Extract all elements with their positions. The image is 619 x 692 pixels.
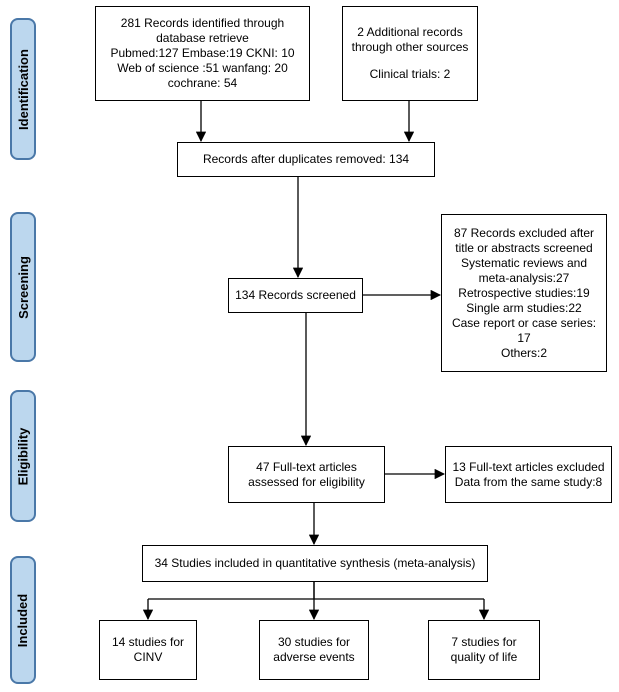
box-fulltext-excluded: 13 Full-text articles excluded Data from… — [445, 446, 612, 503]
excluded-screening-line: Systematic reviews and — [460, 255, 588, 270]
box-outcome-adverse-events: 30 studies for adverse events — [259, 620, 369, 680]
outcome-adverse-events-line: adverse events — [273, 650, 355, 664]
outcome-adverse-events-line: 30 studies for — [277, 635, 351, 649]
database-line: 281 Records identified through — [120, 16, 285, 30]
box-included-synthesis: 34 Studies included in quantitative synt… — [142, 545, 488, 582]
phase-identification-label: Identification — [15, 48, 31, 130]
phase-eligibility-label: Eligibility — [15, 427, 31, 485]
other-sources-line: Clinical trials: 2 — [369, 67, 451, 81]
excluded-screening-line: Others:2 — [500, 345, 548, 360]
excluded-screening-line: title or abstracts screened — [455, 240, 593, 255]
box-other-sources: 2 Additional records through other sourc… — [342, 6, 478, 101]
other-sources-line: through other sources — [351, 40, 469, 54]
phase-screening-label: Screening — [15, 255, 31, 319]
excluded-screening-line: 17 — [517, 330, 531, 345]
records-screened-text: 134 Records screened — [235, 288, 356, 302]
excluded-screening-line: Case report or case series: — [451, 315, 597, 330]
phase-screening: Screening — [10, 212, 36, 362]
phase-included-label: Included — [15, 593, 31, 647]
fulltext-excluded-line: Data from the same study:8 — [454, 474, 603, 489]
box-database-records: 281 Records identified through database … — [95, 6, 310, 101]
excluded-screening-line: 87 Records excluded after — [453, 225, 595, 240]
outcome-quality-of-life-line: 7 studies for — [451, 635, 517, 649]
box-fulltext-assessed: 47 Full-text articles assessed for eligi… — [228, 446, 385, 503]
box-duplicates-removed: Records after duplicates removed: 134 — [177, 142, 435, 177]
fulltext-excluded-line: 13 Full-text articles excluded — [452, 459, 605, 474]
phase-eligibility: Eligibility — [10, 390, 36, 522]
box-excluded-screening: 87 Records excluded after title or abstr… — [441, 214, 607, 372]
fulltext-assessed-line: assessed for eligibility — [248, 474, 365, 489]
box-outcome-cinv: 14 studies for CINV — [99, 620, 197, 680]
phase-identification: Identification — [10, 18, 36, 160]
box-outcome-quality-of-life: 7 studies for quality of life — [428, 620, 540, 680]
box-records-screened: 134 Records screened — [228, 278, 363, 313]
outcome-cinv-line: 14 studies for — [111, 635, 185, 649]
outcome-cinv-line: CINV — [133, 650, 163, 664]
duplicates-removed-text: Records after duplicates removed: 134 — [202, 152, 410, 166]
excluded-screening-line: Retrospective studies:19 — [458, 285, 590, 300]
phase-included: Included — [10, 556, 36, 684]
database-line: Web of science :51 wanfang: 20 — [117, 61, 288, 75]
fulltext-assessed-line: 47 Full-text articles — [256, 459, 357, 474]
other-sources-line: 2 Additional records — [357, 25, 463, 39]
excluded-screening-line: meta-analysis:27 — [478, 270, 570, 285]
outcome-quality-of-life-line: quality of life — [450, 650, 518, 664]
excluded-screening-line: Single arm studies:22 — [466, 300, 582, 315]
database-line: database retrieve — [156, 31, 249, 45]
database-line: cochrane: 54 — [167, 76, 238, 90]
database-line: Pubmed:127 Embase:19 CKNI: 10 — [110, 46, 295, 60]
included-synthesis-text: 34 Studies included in quantitative synt… — [154, 556, 476, 570]
